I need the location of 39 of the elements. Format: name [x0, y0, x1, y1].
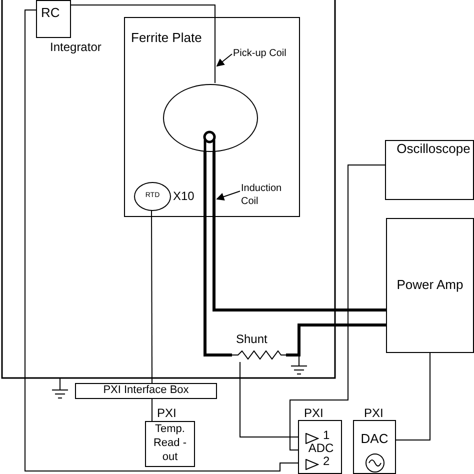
- component-label: Shunt: [236, 332, 268, 346]
- component-label: RC: [41, 5, 60, 22]
- component-label: Oscilloscope: [396, 141, 470, 158]
- wire: [24, 10, 298, 472]
- component-label: DAC: [360, 431, 390, 446]
- component-caption: X10: [173, 189, 194, 204]
- wire: [286, 324, 386, 356]
- ferrite-plate-box: [124, 17, 300, 217]
- ferrite-plate-ellipse: [163, 84, 258, 152]
- power-amp-box: [386, 218, 474, 353]
- integrator-box: [36, 0, 71, 38]
- dac-box: [353, 420, 396, 474]
- wire: [212, 151, 386, 312]
- component-caption: PXI: [157, 406, 176, 421]
- component-label: Power Amp: [396, 277, 464, 294]
- wire: [151, 210, 152, 384]
- channel-number: 1: [323, 428, 330, 442]
- callout-label: Pick-up Coil: [233, 48, 286, 61]
- component-label: ADC: [307, 441, 335, 455]
- leader-line: [216, 54, 232, 67]
- component-label: Temp. Read - out: [152, 423, 188, 465]
- oscilloscope-box: [385, 140, 474, 200]
- wire: [204, 151, 232, 356]
- wire: [396, 352, 430, 440]
- component-label: Ferrite Plate: [131, 30, 202, 46]
- component-label: PXI Interface Box: [103, 384, 189, 398]
- wire: [290, 164, 386, 450]
- channel-number: 2: [323, 454, 330, 468]
- adc-box: [298, 420, 342, 474]
- pxi-interface-box: [75, 383, 217, 399]
- rtd-sensor-circle: [134, 182, 171, 211]
- callout-label: Induction Coil: [241, 183, 283, 208]
- component-caption: PXI: [364, 406, 384, 421]
- leader-line: [216, 190, 240, 200]
- component-caption: PXI: [304, 406, 324, 421]
- temp-readout-box: [145, 421, 195, 467]
- component-caption: Integrator: [50, 40, 102, 55]
- wire: [240, 362, 298, 438]
- wire: [70, 4, 216, 84]
